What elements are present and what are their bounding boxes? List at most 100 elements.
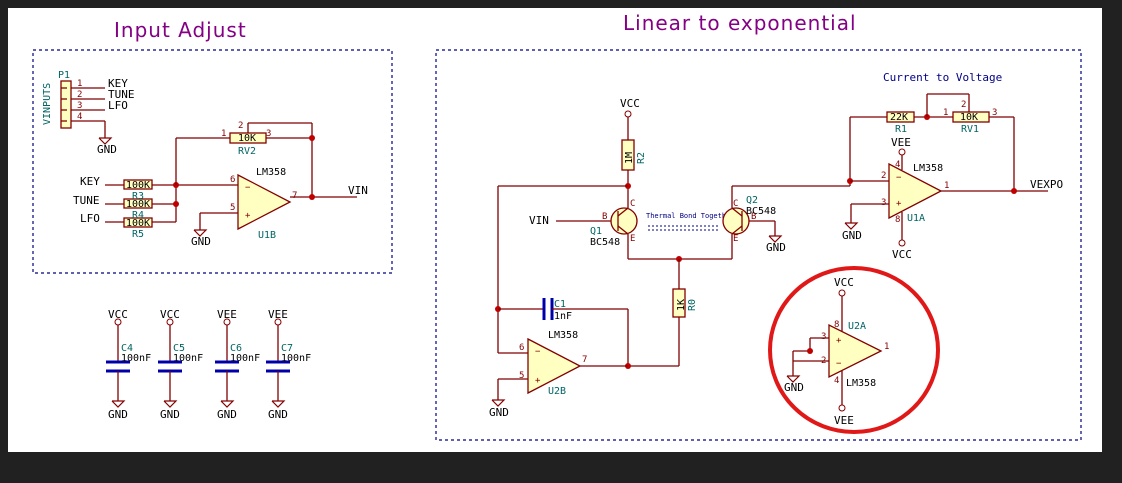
p1-pin-2: 2 (77, 90, 82, 100)
p1-ref: P1 (58, 70, 70, 81)
opamp-u1a: − + 2 3 1 4 8 (881, 160, 949, 225)
gnd-label-u2a: GND (784, 381, 804, 394)
svg-text:3: 3 (821, 332, 826, 342)
p1-signal-tune: TUNE (108, 88, 135, 101)
svg-text:E: E (630, 234, 635, 244)
junction-dot (309, 194, 315, 200)
r0-ref: R0 (687, 299, 698, 311)
svg-text:3: 3 (881, 198, 886, 208)
u2b-ref: U2B (548, 386, 566, 397)
svg-text:E: E (733, 234, 738, 244)
rv1-pin-3: 3 (992, 108, 997, 118)
q1-value: BC548 (590, 237, 620, 248)
c4-gnd: GND (108, 408, 128, 421)
svg-text:1: 1 (944, 181, 949, 191)
ground-symbol (98, 137, 113, 145)
vee-flag (898, 148, 906, 156)
decoupling-c6 (215, 318, 239, 408)
c1-value: 1nF (554, 311, 572, 322)
c6-supply: VEE (217, 308, 237, 321)
vcc-label-r2: VCC (620, 97, 640, 110)
gnd-label-q2: GND (766, 241, 786, 254)
junction-dot (173, 201, 179, 207)
p1-signal-lfo: LFO (108, 99, 128, 112)
rv2-pin-2: 2 (238, 121, 243, 131)
svg-text:6: 6 (230, 175, 235, 185)
gnd-label-p1: GND (97, 143, 117, 156)
decoupling-c4 (106, 318, 130, 408)
ground-symbol (193, 229, 208, 237)
svg-text:B: B (602, 212, 607, 222)
c7-supply: VEE (268, 308, 288, 321)
svg-text:C: C (630, 199, 635, 209)
svg-text:1: 1 (884, 342, 889, 352)
svg-text:6: 6 (519, 343, 524, 353)
connector-p1: P1 VINPUTS 1 2 3 4 KEY TUNE LFO (42, 70, 135, 138)
p1-pin-1: 1 (77, 79, 82, 89)
c6-gnd: GND (217, 408, 237, 421)
u1a-ref: U1A (907, 213, 925, 224)
u1b-value: LM358 (256, 167, 286, 178)
current-to-voltage-label: Current to Voltage (883, 71, 1002, 84)
gnd-label-u1a: GND (842, 229, 862, 242)
junction-dot (309, 135, 315, 141)
ground-symbol (491, 399, 506, 407)
r3-value: 100K (126, 180, 150, 191)
transistor-q2: B C E (722, 199, 756, 244)
svg-text:C: C (733, 199, 738, 209)
p1-pin-3: 3 (77, 101, 82, 111)
vexpo-label: VEXPO (1030, 178, 1063, 191)
section-title-lin-to-exp: Linear to exponential (623, 11, 857, 35)
rv2-pin-1: 1 (221, 129, 226, 139)
svg-text:+: + (896, 199, 902, 209)
vin-input-label: VIN (529, 214, 549, 227)
u2b-value: LM358 (548, 330, 578, 341)
rv1-pin-1: 1 (943, 108, 948, 118)
schematic-svg: Input Adjust Linear to exponential Curre… (32, 11, 1082, 441)
u1a-vcc-label: VCC (892, 248, 912, 261)
ground-symbol (786, 375, 801, 383)
input-label-key: KEY (80, 175, 100, 188)
highlight-circle (768, 266, 940, 434)
c5-supply: VCC (160, 308, 180, 321)
r2-value: 1M (624, 152, 635, 164)
r5-ref: R5 (132, 229, 144, 240)
u2a-vcc-label: VCC (834, 276, 854, 289)
r5-value: 100K (126, 218, 150, 229)
r4-value: 100K (126, 199, 150, 210)
q1-ref: Q1 (590, 226, 602, 237)
svg-text:+: + (836, 336, 842, 346)
vcc-flag (838, 289, 846, 297)
r2-ref: R2 (636, 152, 647, 164)
c7-value: 100nF (281, 353, 311, 364)
u2a-value: LM358 (846, 378, 876, 389)
rv1-pin-2: 2 (961, 100, 966, 110)
svg-text:−: − (245, 183, 251, 193)
gnd-label-u1b: GND (191, 235, 211, 248)
svg-text:2: 2 (881, 171, 886, 181)
section-title-input-adjust: Input Adjust (114, 18, 247, 42)
p1-value: VINPUTS (42, 83, 53, 125)
schematic-sheet: Input Adjust Linear to exponential Curre… (8, 8, 1102, 452)
opamp-u2b: − + 6 5 7 (519, 337, 587, 395)
decoupling-c7 (266, 318, 290, 408)
svg-text:7: 7 (582, 355, 587, 365)
u1a-value: LM358 (913, 163, 943, 174)
svg-text:−: − (836, 359, 842, 369)
c6-ref: C6 (230, 343, 242, 354)
svg-text:5: 5 (519, 371, 524, 381)
input-adjust-box (32, 49, 393, 274)
vee-flag (838, 404, 846, 412)
svg-text:5: 5 (230, 203, 235, 213)
c5-value: 100nF (173, 353, 203, 364)
q2-ref: Q2 (746, 195, 758, 206)
svg-text:−: − (535, 347, 541, 357)
c7-ref: C7 (281, 343, 293, 354)
svg-text:4: 4 (895, 160, 900, 170)
rv2-value: 10K (238, 133, 256, 144)
r4-ref: R4 (132, 210, 144, 221)
r1-value: 22K (890, 112, 908, 123)
vcc-flag (898, 239, 906, 247)
c4-ref: C4 (121, 343, 133, 354)
q2-value: BC548 (746, 206, 776, 217)
